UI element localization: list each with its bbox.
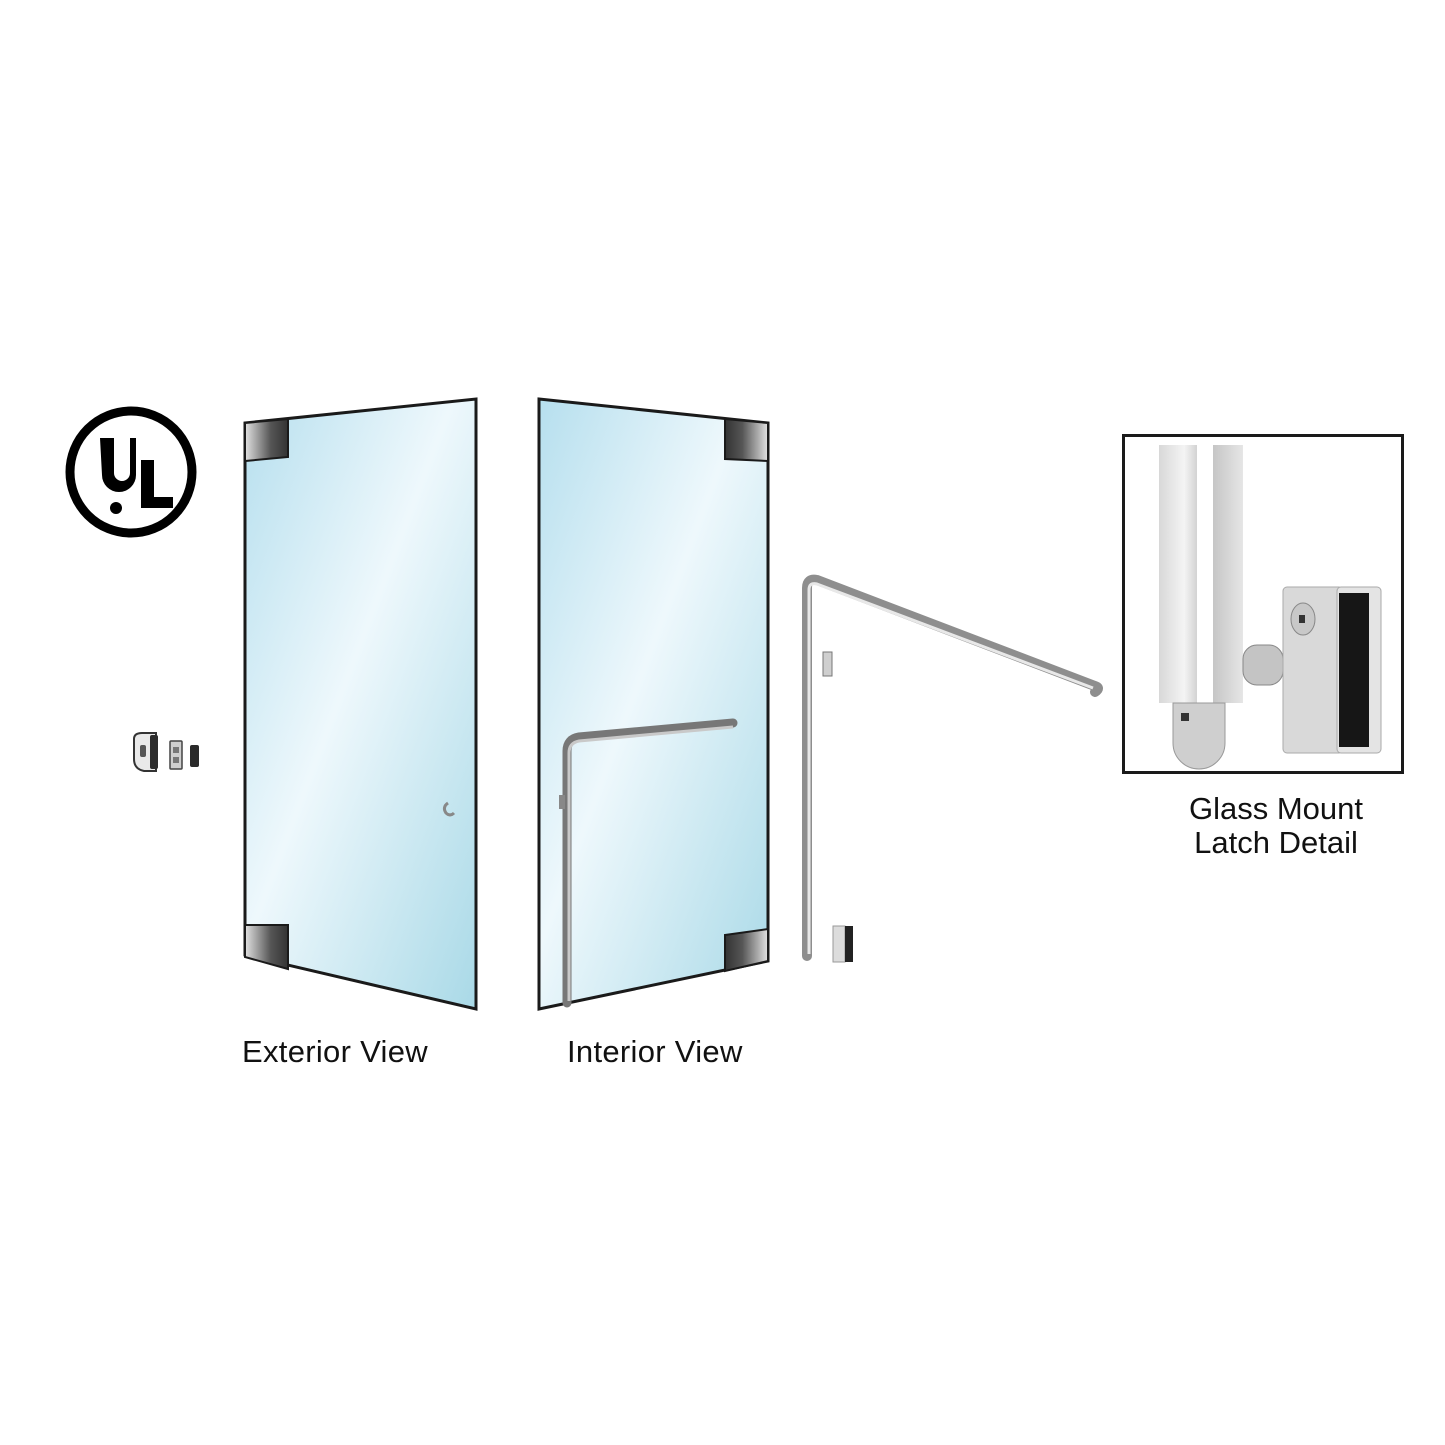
- latch-detail-caption: Glass Mount Latch Detail: [1126, 792, 1426, 860]
- interior-view-label: Interior View: [567, 1034, 743, 1069]
- latch-detail-caption-line1: Glass Mount: [1188, 791, 1363, 826]
- lock-cylinder-icon: [442, 801, 456, 817]
- panic-bar-hardware: [802, 574, 1103, 963]
- top-patch-fitting: [724, 417, 769, 463]
- top-patch-fitting: [244, 417, 289, 463]
- ul-circle-icon: [65, 406, 197, 538]
- interior-door-glass: [537, 397, 770, 1011]
- exterior-door-glass: [243, 397, 478, 1011]
- exterior-view-label: Exterior View: [242, 1034, 428, 1069]
- latch-body-icon: [133, 732, 158, 772]
- latch-detail-frame: [1122, 434, 1404, 774]
- bumper-icon: [190, 745, 199, 767]
- bottom-patch-fitting: [724, 927, 769, 973]
- panic-bar-handle: [559, 718, 738, 1008]
- strike-plate-icon: [169, 740, 183, 770]
- hardware-parts-group: [130, 732, 220, 773]
- latch-detail-caption-line2: Latch Detail: [1194, 825, 1358, 860]
- glass-mount-latch-image: [1159, 445, 1382, 770]
- bottom-patch-fitting: [244, 924, 289, 971]
- ul-certification-logo: [64, 405, 198, 539]
